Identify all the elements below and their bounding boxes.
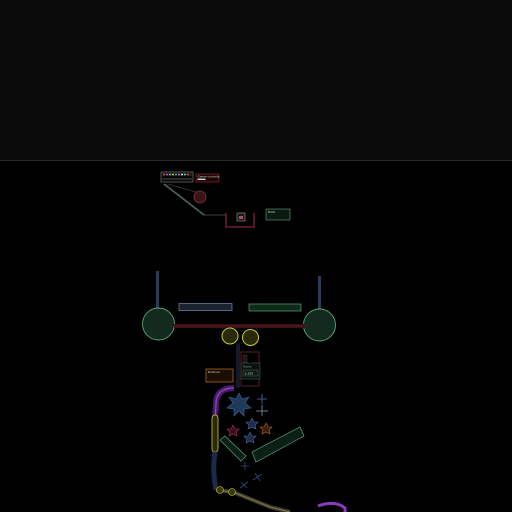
control-label-box: Game controls [195, 173, 220, 183]
right-paddle [248, 303, 302, 312]
left-bumper [142, 271, 175, 341]
diagonal-ramp [163, 183, 205, 216]
score-value: 1,225 [245, 372, 254, 376]
channel-target [236, 212, 246, 222]
side-label: Hold [268, 210, 275, 214]
score-label: Score [243, 365, 252, 369]
wire-path [204, 213, 255, 228]
led-panel [160, 171, 194, 183]
orange-label: Rollover [208, 370, 221, 374]
lower-tube [211, 451, 291, 512]
yellow-lane [211, 414, 219, 453]
right-flipper [251, 426, 305, 463]
left-paddle [178, 303, 233, 311]
exit-tube [317, 501, 347, 512]
left-flipper [219, 435, 247, 462]
side-label-box: Hold [265, 208, 291, 221]
right-bumper [303, 276, 336, 342]
score-display: Score 1,225 [240, 362, 261, 380]
purple-tube [212, 385, 235, 419]
control-label: Game controls [198, 174, 220, 178]
orange-label-box: Rollover [205, 368, 234, 383]
pop-ball [193, 190, 207, 204]
star-bumper [226, 392, 252, 417]
spinner-cluster [226, 394, 273, 489]
top-band [0, 0, 512, 160]
center-rail [174, 324, 305, 328]
yellow-rollovers [221, 327, 259, 346]
